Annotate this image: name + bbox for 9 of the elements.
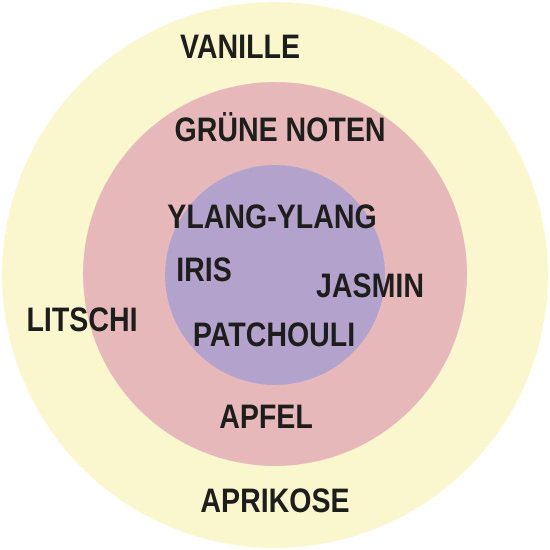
note-label: APRIKOSE [200, 484, 350, 518]
note-label: PATCHOULI [192, 318, 356, 352]
note-label: IRIS [176, 253, 232, 287]
note-label: GRÜNE NOTEN [174, 112, 386, 146]
note-label: JASMIN [316, 269, 424, 303]
note-label: APFEL [219, 400, 313, 434]
note-label: LITSCHI [26, 303, 138, 337]
note-label: VANILLE [180, 30, 300, 64]
note-label: YLANG-YLANG [166, 200, 376, 234]
